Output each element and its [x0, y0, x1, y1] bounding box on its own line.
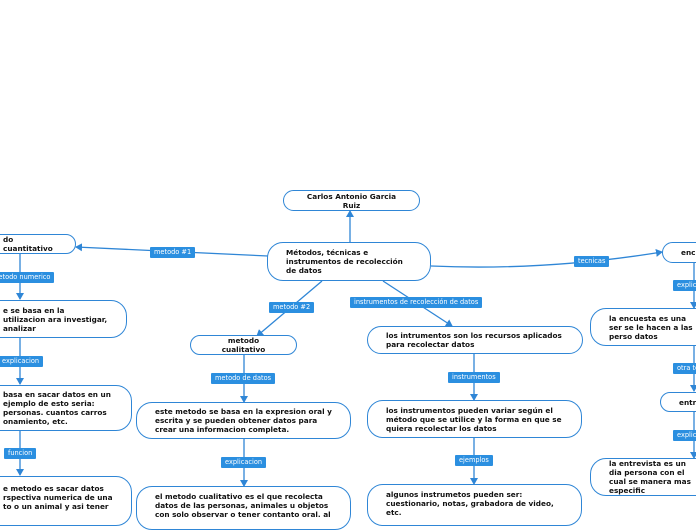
survey-definition-label: la encuesta es una ser se le hacen a las…: [609, 313, 693, 341]
tag-instrumentos[interactable]: instrumentos: [448, 372, 500, 383]
survey-label: encu: [681, 248, 696, 257]
instruments-variation-label: los instrumentos pueden variar según el …: [386, 405, 562, 433]
interview-node[interactable]: entre: [660, 392, 696, 412]
qualitative-definition-label: este metodo se basa en la expresion oral…: [155, 407, 332, 434]
instruments-intro-label: los intrumentos son los recursos aplicad…: [386, 331, 562, 349]
tag-tecnicas[interactable]: tecnicas: [574, 256, 610, 267]
quantitative-definition-label: e se basa en la utilizacion ara investig…: [3, 305, 108, 333]
instruments-intro-node[interactable]: los intrumentos son los recursos aplicad…: [367, 326, 583, 354]
interview-label: entre: [679, 397, 696, 407]
qualitative-method-label: metodo cualitativo: [221, 336, 266, 354]
survey-definition-node[interactable]: la encuesta es una ser se le hacen a las…: [590, 308, 696, 346]
instruments-examples-label: algunos instrumetos pueden ser: cuestion…: [386, 490, 554, 517]
survey-node[interactable]: encu: [662, 242, 696, 263]
quantitative-method-label: do cuantitativo: [3, 235, 53, 253]
tag-metodo-2[interactable]: metodo #2: [269, 302, 315, 313]
instruments-variation-node[interactable]: los instrumentos pueden variar según el …: [367, 400, 582, 438]
interview-definition-node[interactable]: la entrevista es un dia persona con el c…: [590, 458, 696, 496]
qualitative-definition-node[interactable]: este metodo se basa en la expresion oral…: [136, 402, 351, 439]
quantitative-function-label: e metodo es sacar datos rspectiva numeri…: [3, 484, 113, 511]
central-topic-node[interactable]: Métodos, técnicas e instrumentos de reco…: [267, 242, 431, 281]
author-label: Carlos Antonio Garcia Ruiz: [306, 191, 397, 210]
tag-explicacion-left[interactable]: explicacion: [0, 356, 44, 367]
central-topic-label: Métodos, técnicas e instrumentos de reco…: [286, 248, 403, 275]
tag-explic-right-2[interactable]: explic: [673, 430, 696, 441]
quantitative-method-node[interactable]: do cuantitativo: [0, 234, 76, 254]
quantitative-explanation-label: basa en sacar datos en un ejemplo de est…: [3, 390, 111, 426]
tag-metodo-de-datos[interactable]: metodo de datos: [211, 373, 276, 384]
tag-funcion[interactable]: funcion: [4, 448, 37, 459]
qualitative-explanation-node[interactable]: el metodo cualitativo es el que recolect…: [136, 486, 351, 530]
interview-definition-label: la entrevista es un dia persona con el c…: [609, 459, 691, 495]
quantitative-definition-node[interactable]: e se basa en la utilizacion ara investig…: [0, 300, 127, 338]
quantitative-function-node[interactable]: e metodo es sacar datos rspectiva numeri…: [0, 476, 132, 526]
instruments-examples-node[interactable]: algunos instrumetos pueden ser: cuestion…: [367, 484, 582, 526]
tag-metodo-1[interactable]: metodo #1: [150, 247, 196, 258]
tag-metodo-numerico[interactable]: metodo numerico: [0, 272, 55, 283]
author-node[interactable]: Carlos Antonio Garcia Ruiz: [283, 190, 420, 211]
quantitative-explanation-node[interactable]: basa en sacar datos en un ejemplo de est…: [0, 385, 132, 431]
qualitative-method-node[interactable]: metodo cualitativo: [190, 335, 297, 355]
tag-ejemplos[interactable]: ejemplos: [455, 455, 493, 466]
tag-explicacion-mid[interactable]: explicacion: [221, 457, 267, 468]
tag-otra-tecnica[interactable]: otra te: [673, 363, 696, 374]
qualitative-explanation-label: el metodo cualitativo es el que recolect…: [155, 492, 331, 519]
tag-explic-right-1[interactable]: explic: [673, 280, 696, 291]
tag-instrumentos-recoleccion[interactable]: instrumentos de recolección de datos: [350, 297, 483, 308]
link-central-tecnicas: [430, 249, 663, 268]
